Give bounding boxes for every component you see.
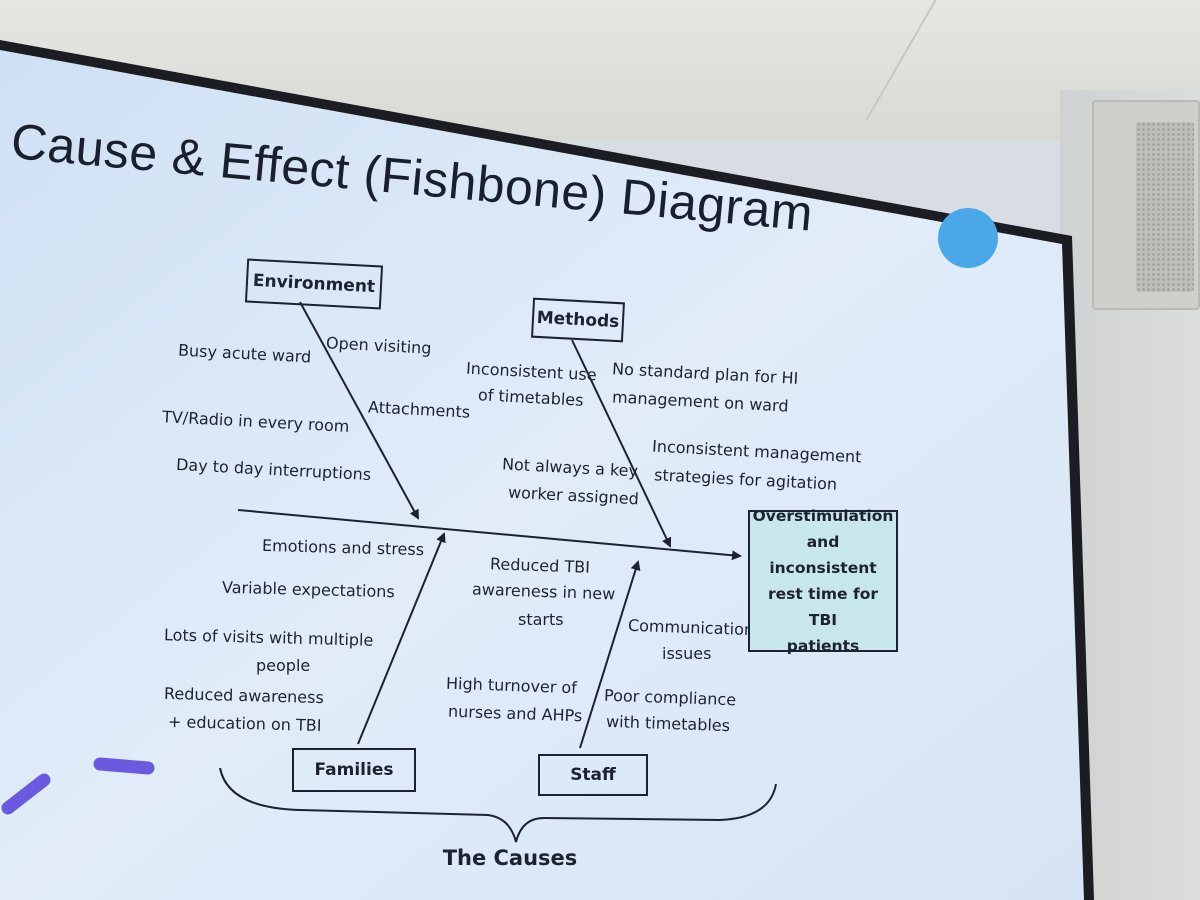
category-staff: Staff <box>538 754 648 796</box>
families-bone <box>357 532 446 745</box>
cause-with-timetables: with timetables <box>605 711 731 736</box>
cause-variable-expectations: Variable expectations <box>221 577 395 602</box>
methods-bone <box>571 339 672 548</box>
environment-bone <box>299 301 419 520</box>
category-methods: Methods <box>531 297 625 343</box>
speaker-grille <box>1136 122 1194 292</box>
slide-surface <box>0 50 1084 900</box>
cause-emotions-and-stress: Emotions and stress <box>261 535 425 560</box>
staff-bone <box>579 560 641 749</box>
fishbone-spine <box>237 509 742 561</box>
causes-brace <box>219 767 777 843</box>
wall-speaker <box>1092 100 1200 310</box>
cause-people: people <box>256 656 311 675</box>
cause-communication: Communication <box>627 615 755 640</box>
cause-issues: issues <box>662 644 712 663</box>
effect-line: patients <box>786 637 860 655</box>
category-environment: Environment <box>244 258 384 310</box>
cause-starts: starts <box>518 610 564 629</box>
cause-reduced-tbi: Reduced TBI <box>489 554 591 577</box>
effect-line: rest time for TBI <box>767 585 878 629</box>
cause-nurses-and-ahps: nurses and AHPs <box>447 701 583 726</box>
cause-awareness-in-new: awareness in new <box>471 579 616 604</box>
effect-box: Overstimulation and inconsistent rest ti… <box>748 507 898 655</box>
cause-education-on-tbi: + education on TBI <box>167 711 322 736</box>
effect-line: and inconsistent <box>769 533 877 577</box>
pen-mark <box>93 757 155 775</box>
category-families: Families <box>292 748 416 792</box>
effect-line: Overstimulation <box>752 507 894 525</box>
causes-label: The Causes <box>442 846 578 870</box>
cause-poor-compliance: Poor compliance <box>603 685 737 710</box>
cause-high-turnover: High turnover of <box>445 673 578 698</box>
pen-mark <box>1 773 51 815</box>
cause-reduced-awareness: Reduced awareness <box>163 683 325 708</box>
accent-dot <box>938 208 998 268</box>
